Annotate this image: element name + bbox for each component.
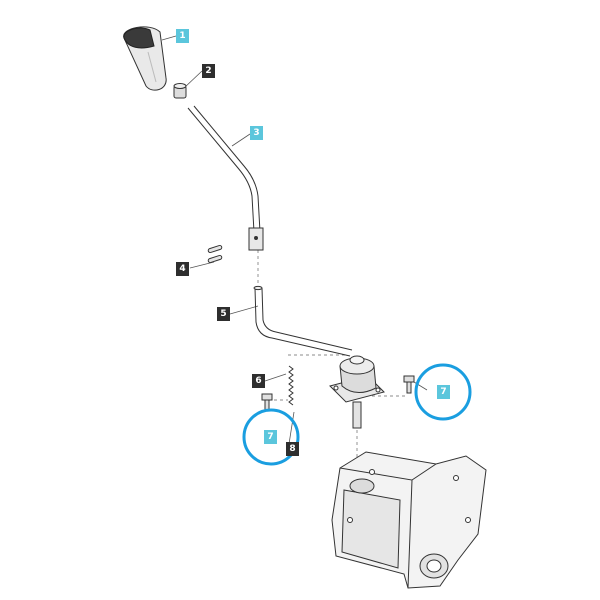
pins bbox=[207, 244, 223, 264]
gear-lever-rod bbox=[187, 105, 264, 251]
gearbox-housing bbox=[331, 451, 487, 589]
callout-5[interactable]: 5 bbox=[217, 307, 230, 321]
spring bbox=[288, 365, 294, 406]
shift-tower bbox=[329, 355, 385, 429]
callout-7-right[interactable]: 7 bbox=[437, 385, 450, 399]
bolt-right bbox=[403, 375, 415, 394]
gear-knob bbox=[123, 26, 167, 91]
callout-8[interactable]: 8 bbox=[286, 442, 299, 456]
callout-1[interactable]: 1 bbox=[176, 29, 189, 43]
callout-6[interactable]: 6 bbox=[252, 374, 265, 388]
callout-2[interactable]: 2 bbox=[202, 64, 215, 78]
bolt-left bbox=[261, 393, 273, 411]
callout-4[interactable]: 4 bbox=[176, 262, 189, 276]
highlight-circle-left bbox=[242, 408, 300, 466]
shift-arm bbox=[253, 285, 353, 357]
leader-lines bbox=[161, 35, 428, 445]
bushing bbox=[173, 83, 187, 99]
callout-3[interactable]: 3 bbox=[250, 126, 263, 140]
highlight-circle-right bbox=[414, 363, 472, 421]
assembly-dash-lines bbox=[257, 250, 408, 470]
callout-7-left[interactable]: 7 bbox=[264, 430, 277, 444]
